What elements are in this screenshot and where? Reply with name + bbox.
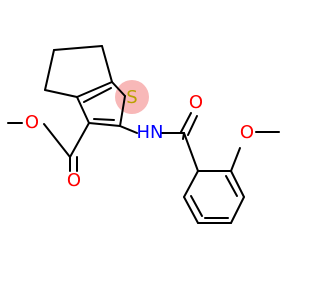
amide-carbonyl-oxygen-label: O [189,92,203,113]
molecule-diagram: S HN O O O O [7,45,280,224]
bond [69,122,90,158]
bond [76,81,113,98]
bond [230,170,245,198]
bond [93,118,115,121]
amide-nitrogen-label: HN [137,122,164,143]
ester-carbonyl-oxygen-label: O [67,170,81,191]
bond [183,170,199,198]
bond [180,112,192,133]
bond [53,45,103,51]
bond [230,196,245,224]
aryl-methoxy-oxygen-label: O [240,122,254,143]
bond [187,115,198,136]
bond [183,196,199,224]
bond [44,89,78,98]
bond [190,195,203,217]
bond [182,132,185,140]
bond [119,125,138,134]
bond [111,81,126,97]
bond [183,132,199,172]
ester-ether-oxygen-label: O [25,112,39,133]
bond-set [7,45,280,224]
bond [225,175,238,197]
bond [43,123,71,158]
bond [76,96,90,124]
bond [230,147,241,172]
bond [88,122,121,127]
bond [119,95,126,127]
bond [101,45,113,83]
bond [83,87,112,103]
bond [44,49,55,91]
sulfur-atom-label: S [126,87,137,108]
